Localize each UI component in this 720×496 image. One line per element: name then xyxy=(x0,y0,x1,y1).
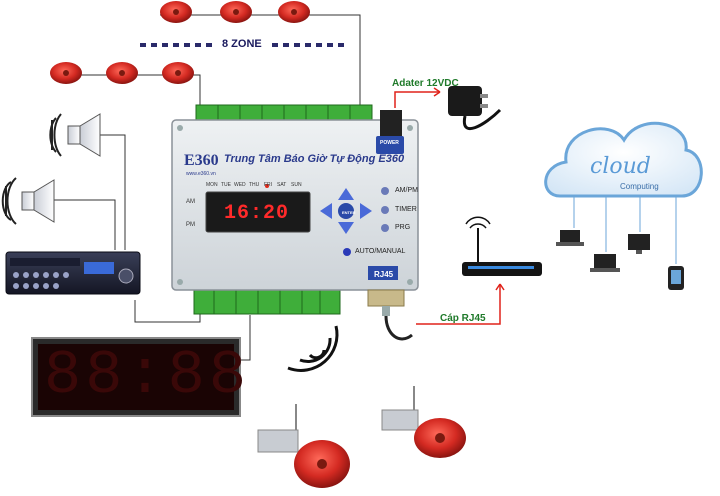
zone-bells-top xyxy=(160,1,310,23)
bell-icon xyxy=(106,62,138,84)
zone-bells-middle xyxy=(50,62,194,84)
bell-icon xyxy=(50,62,82,84)
laptop-icon xyxy=(556,230,584,246)
zone-dots xyxy=(140,43,344,47)
bell-icon xyxy=(160,1,192,23)
amplifier-icon xyxy=(5,251,141,295)
bell-icon xyxy=(414,418,466,458)
cloud-word: cloud xyxy=(590,154,651,179)
day-label: THU xyxy=(249,182,260,188)
day-label: SUN xyxy=(291,182,302,188)
ampm-button-label: AM/PM xyxy=(395,187,418,194)
lcd-time: 16:20 xyxy=(224,202,290,225)
am-indicator-label: AM xyxy=(186,199,195,205)
wireless-bell-left xyxy=(257,404,350,488)
led-clock-display xyxy=(31,337,241,417)
power-label: POWER xyxy=(380,140,399,146)
controller-unit xyxy=(171,110,419,291)
rj45-port-label: RJ45 xyxy=(374,270,394,279)
cable-label: Cáp RJ45 xyxy=(440,313,486,324)
cloud-computing-icon xyxy=(544,121,703,290)
controller-brand-sub: www.e360.vn xyxy=(186,171,216,177)
receiver-icon xyxy=(257,404,299,453)
bell-icon xyxy=(278,1,310,23)
speaker-icon xyxy=(1,177,55,225)
bell-icon xyxy=(162,62,194,84)
desktop-icon xyxy=(628,234,650,254)
day-label: MON xyxy=(206,182,218,188)
controller-brand: E360 xyxy=(184,152,219,169)
power-adapter-icon xyxy=(448,86,502,130)
dpad xyxy=(320,188,372,234)
connection-arrows xyxy=(394,87,505,325)
adapter-label: Adater 12VDC xyxy=(392,78,459,89)
controller-title: Trung Tâm Báo Giờ Tự Động E360 xyxy=(224,153,405,165)
wireless-signal-icon xyxy=(287,325,339,372)
lcd-panel xyxy=(205,191,311,233)
bell-icon xyxy=(294,440,350,488)
receiver-icon xyxy=(381,386,419,431)
timer-button-label: TIMER xyxy=(395,206,417,213)
enter-button-label: ENTER xyxy=(342,210,356,215)
led-clock-digits: 88:88 xyxy=(44,340,251,411)
day-label: SAT xyxy=(277,182,287,188)
phone-icon xyxy=(668,266,684,290)
laptop-icon xyxy=(590,254,620,272)
day-label: TUE xyxy=(221,182,231,188)
cloud-caption: Computing xyxy=(620,182,659,191)
router-icon xyxy=(462,216,542,276)
pm-indicator-label: PM xyxy=(186,222,195,228)
day-label: WED xyxy=(234,182,246,188)
auto-manual-label: AUTO/MANUAL xyxy=(355,248,406,255)
rj45-connector-icon xyxy=(367,289,413,341)
zone-label: 8 ZONE xyxy=(222,38,262,50)
speaker-icon xyxy=(49,113,101,157)
prg-button-label: PRG xyxy=(395,224,411,231)
day-label: FRI xyxy=(264,182,273,188)
bell-icon xyxy=(220,1,252,23)
wireless-bell-right xyxy=(381,386,466,458)
